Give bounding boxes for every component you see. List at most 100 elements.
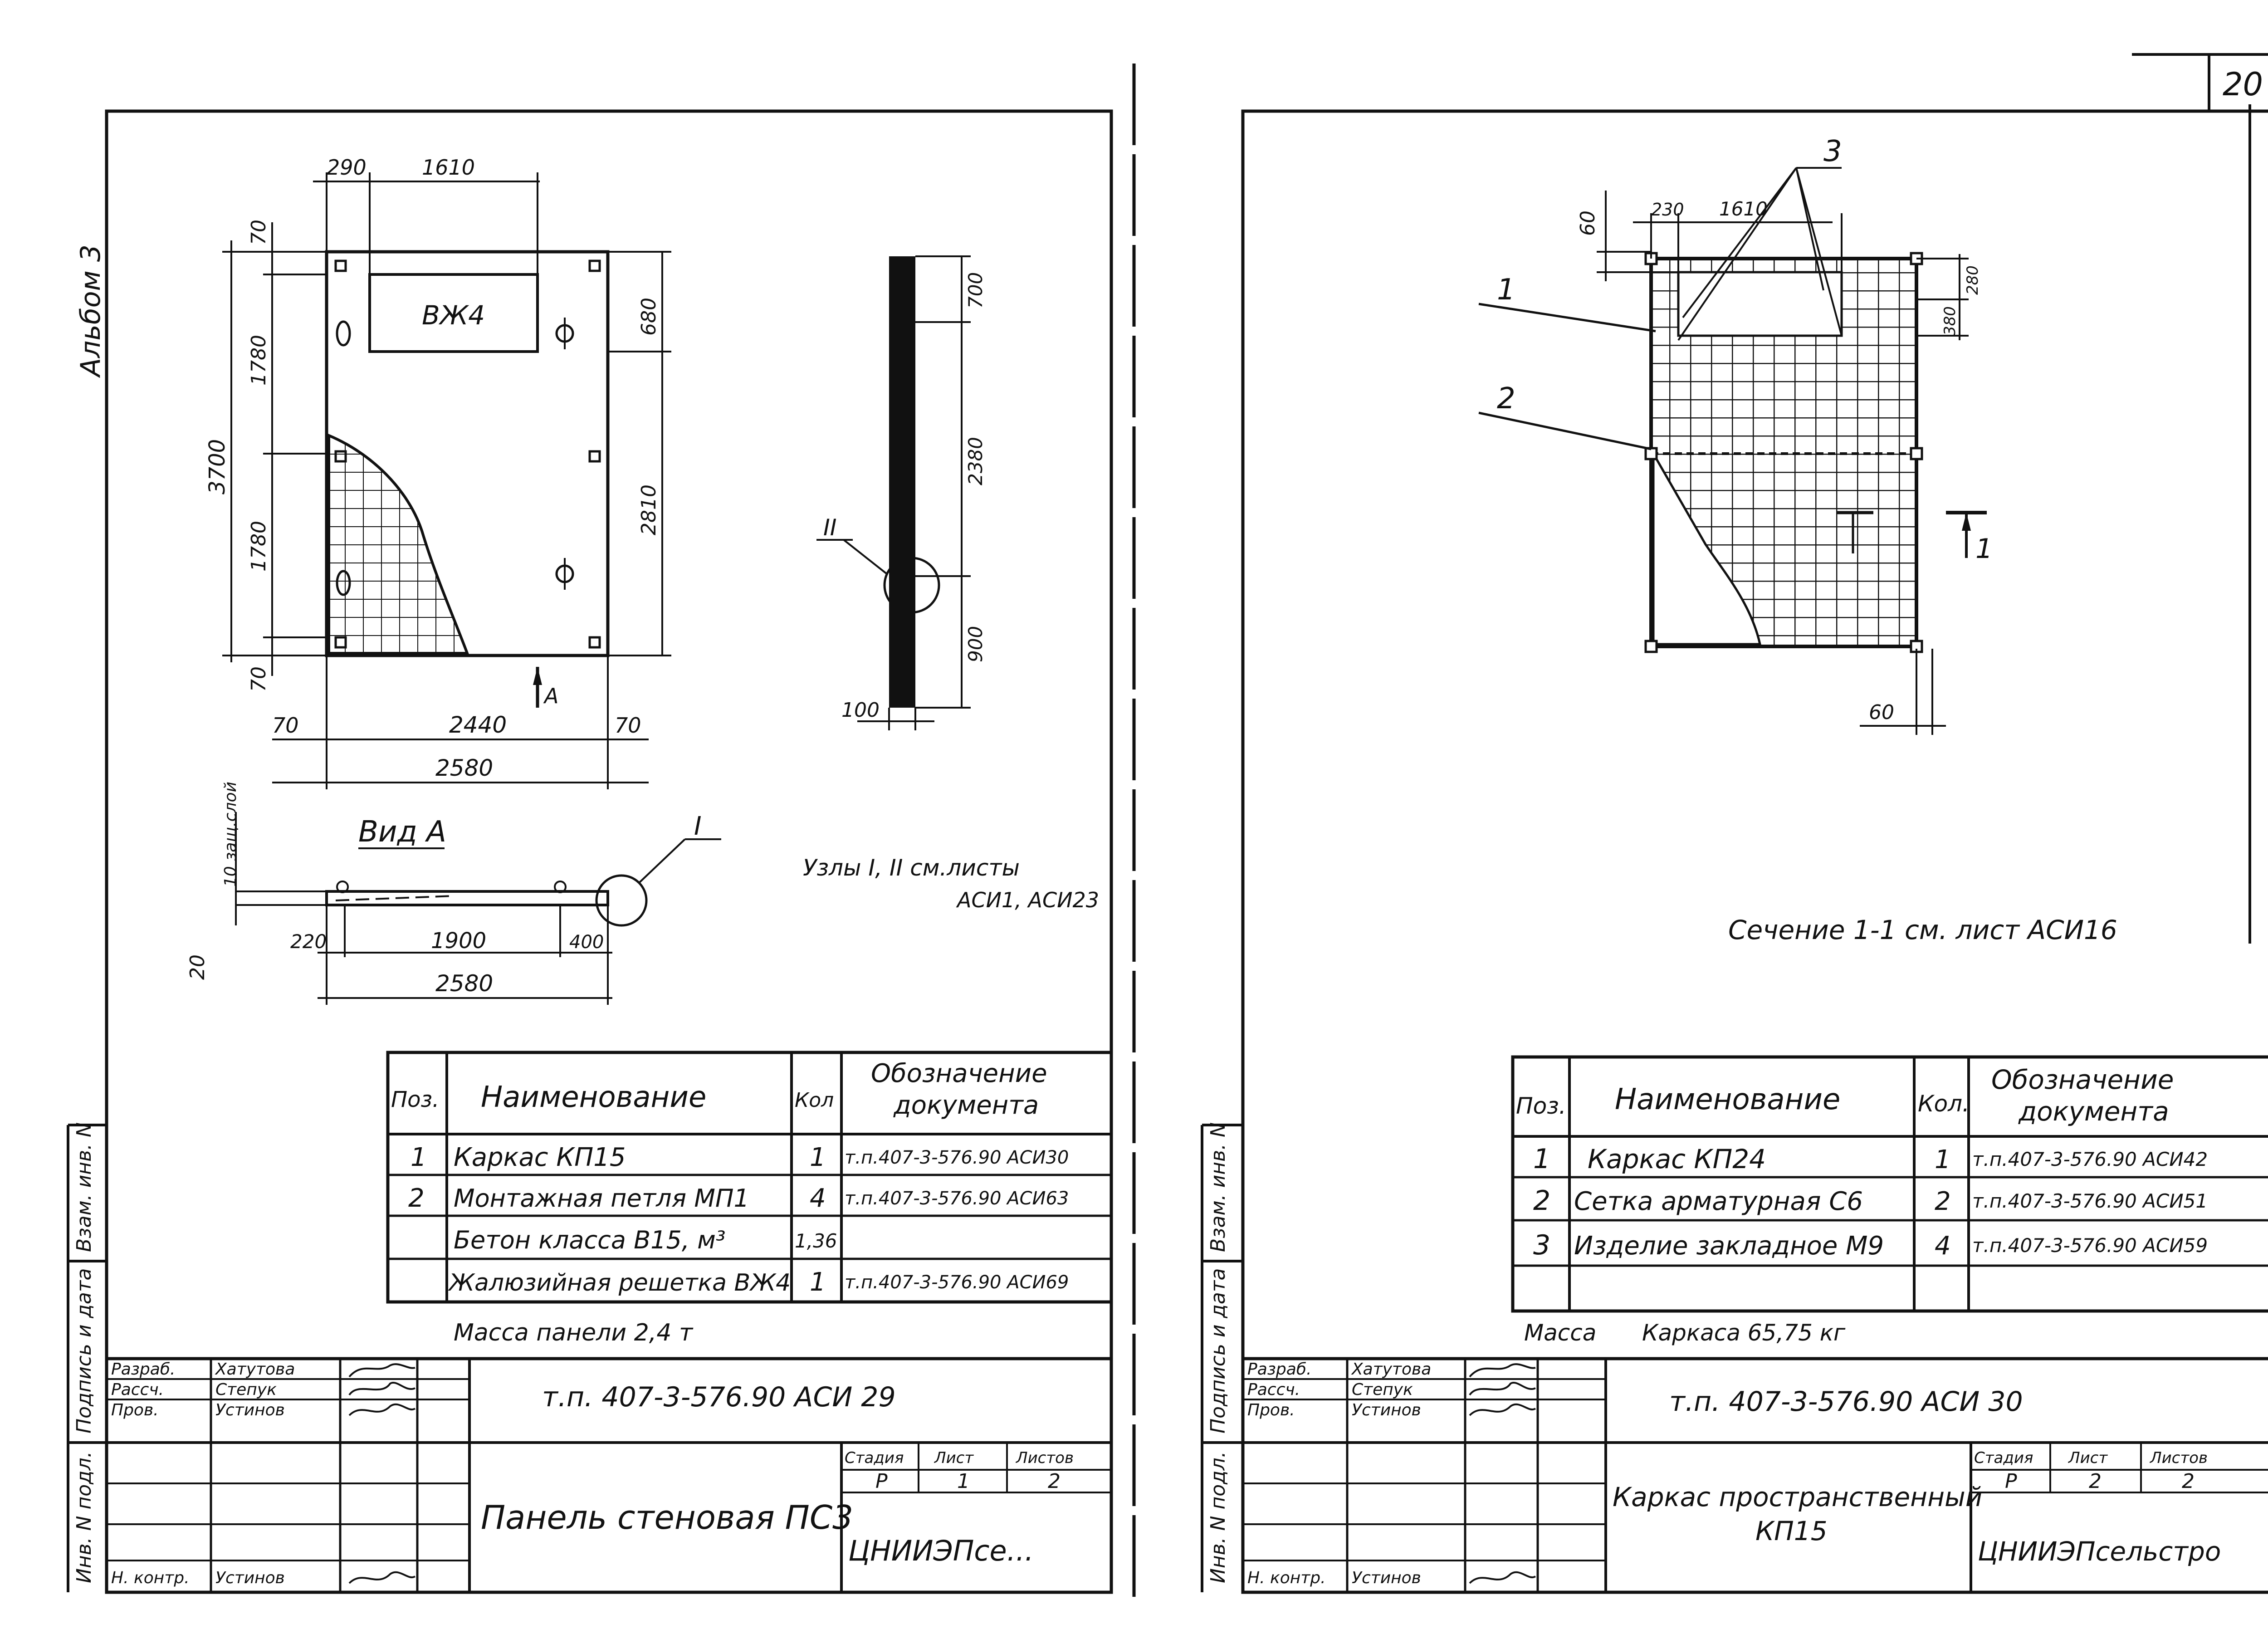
right-spec-table: Поз. Наименование Кол. Обозначение докум… — [1511, 1055, 2268, 1313]
node-ii-circle — [883, 557, 940, 614]
left-stamp-code: т.п. 407-3-576.90 АСИ 29 — [542, 1381, 896, 1413]
right-stamp-role-4: Н. контр. — [1247, 1569, 1326, 1587]
dim-70-bottom: 70 — [247, 666, 270, 692]
left-margin-label-3: Взам. инв. N — [73, 1122, 96, 1252]
left-spec-table: Поз. Наименование Кол Обозначение докуме… — [386, 1051, 1113, 1304]
node-i-label: I — [694, 812, 702, 841]
right-stamp-sheets: 2 — [2182, 1470, 2195, 1493]
right-spec-h-doc2: документа — [2018, 1096, 2169, 1127]
right-spec-r2-pos: 2 — [1533, 1185, 1550, 1217]
dim-2380: 2380 — [964, 437, 987, 485]
section-note: Сечение 1-1 см. лист АСИ16 — [1728, 915, 2117, 945]
section-mark-a: А — [543, 684, 558, 708]
right-stamp-name-2: Степук — [1352, 1380, 1413, 1399]
right-spec-r2-doc: т.п.407-3-576.90 АСИ51 — [1972, 1190, 2208, 1212]
cut-label: 1 — [1975, 533, 1993, 565]
right-frame — [1241, 109, 2268, 1594]
right-margin-label-2: Подпись и дата — [1207, 1268, 1230, 1433]
vzh4-label: ВЖ4 — [422, 300, 485, 331]
dim-3700: 3700 — [205, 439, 230, 494]
left-stamp-stage-h: Стадия — [845, 1449, 904, 1467]
right-stamp-sheets-h: Листов — [2149, 1449, 2208, 1467]
right-stamp-name-4: Устинов — [1352, 1569, 1421, 1587]
dim-r-1610: 1610 — [1719, 198, 1768, 220]
left-signature-3 — [348, 1403, 416, 1416]
callout-1: 1 — [1497, 273, 1515, 307]
right-spec-r3-doc: т.п.407-3-576.90 АСИ59 — [1972, 1234, 2208, 1257]
right-title-block: Разраб. Рассч. Пров. Н. контр. Хатутова … — [1243, 1357, 2268, 1592]
right-stamp-stage: Р — [2005, 1470, 2017, 1493]
right-stamp-role-1: Разраб. — [1247, 1360, 1311, 1379]
left-margin-label-2: Подпись и дата — [73, 1268, 96, 1433]
left-spec-h-name: Наименование — [481, 1081, 706, 1114]
left-spec-r4-doc: т.п.407-3-576.90 АСИ69 — [845, 1272, 1069, 1293]
node-ii-label: II — [823, 514, 837, 541]
dim-220: 220 — [290, 930, 327, 953]
left-spec-h-qty: Кол — [795, 1089, 834, 1112]
right-stamp-name-3: Устинов — [1352, 1401, 1421, 1419]
right-spec-r2-qty: 2 — [1935, 1187, 1951, 1216]
right-stamp-stage-h: Стадия — [1974, 1449, 2033, 1467]
left-stamp-stage: Р — [875, 1470, 888, 1493]
right-signature-1 — [1469, 1363, 1536, 1378]
dim-20: 20 — [186, 954, 209, 980]
right-spec-r3-qty: 4 — [1935, 1231, 1951, 1261]
nodes-note-line1: Узлы I, II см.листы — [803, 855, 1020, 881]
right-mass-label: Масса — [1524, 1320, 1596, 1346]
left-margin-label-1: Инв. N подл. — [73, 1451, 96, 1583]
right-stamp-sheet-h: Лист — [2068, 1449, 2108, 1467]
left-spec-r2-qty: 4 — [810, 1184, 826, 1213]
panel-side-section — [889, 256, 915, 708]
right-margin-label-3: Взам. инв. N — [1207, 1122, 1230, 1252]
left-spec-r1-name: Каркас КП15 — [454, 1143, 626, 1172]
left-mass: Масса панели 2,4 т — [454, 1319, 694, 1346]
dim-1780-upper: 1780 — [247, 335, 270, 386]
left-spec-r1-qty: 1 — [810, 1143, 826, 1172]
dim-2580-bottom: 2580 — [435, 970, 493, 997]
right-spec-r3-name: Изделие закладное М9 — [1574, 1231, 1884, 1261]
left-signature-1 — [348, 1363, 415, 1378]
left-spec-h-doc2: документа — [893, 1091, 1039, 1120]
dim-700: 700 — [964, 272, 987, 308]
dim-290: 290 — [327, 155, 367, 180]
right-sheet: Инв. N подл. Подпись и дата Взам. инв. N… — [1201, 53, 2268, 1594]
right-spec-r1-doc: т.п.407-3-576.90 АСИ42 — [1972, 1148, 2208, 1170]
vzh4-opening — [368, 273, 539, 353]
left-spec-r4-qty: 1 — [810, 1267, 826, 1297]
right-spec-r1-pos: 1 — [1533, 1143, 1550, 1175]
right-spec-h-doc1: Обозначение — [1991, 1064, 2174, 1095]
dim-r-230: 230 — [1651, 200, 1684, 220]
nodes-note-line2: АСИ1, АСИ23 — [956, 888, 1099, 912]
dim-900: 900 — [964, 626, 987, 662]
dim-10-protective: 10 защ.слой — [221, 782, 240, 887]
left-stamp-name-2: Степук — [215, 1380, 277, 1399]
left-spec-h-pos: Поз. — [391, 1087, 439, 1112]
left-spec-h-doc1: Обозначение — [871, 1059, 1047, 1088]
dim-70-left: 70 — [272, 713, 299, 738]
view-a-panel — [325, 890, 609, 906]
callout-2: 2 — [1497, 382, 1515, 416]
right-stamp-role-3: Пров. — [1247, 1401, 1295, 1419]
right-stamp-sheet: 2 — [2089, 1470, 2102, 1493]
left-spec-r1-pos: 1 — [411, 1143, 427, 1172]
left-frame — [105, 109, 1113, 1594]
left-spec-r4-name: Жалюзийная решетка ВЖ4 — [448, 1269, 791, 1296]
dim-r-60-top: 60 — [1576, 210, 1599, 236]
right-spec-r3-pos: 3 — [1533, 1229, 1550, 1261]
left-spec-r1-doc: т.п.407-3-576.90 АСИ30 — [845, 1147, 1069, 1168]
right-mass: Каркаса 65,75 кг — [1642, 1320, 1846, 1346]
left-stamp-sheet: 1 — [957, 1470, 970, 1493]
dim-400: 400 — [569, 932, 604, 953]
frame-cutaway — [1652, 449, 1762, 646]
left-stamp-title: Панель стеновая ПС3 — [481, 1498, 853, 1536]
dim-70-top: 70 — [247, 220, 270, 245]
right-spec-h-name: Наименование — [1615, 1083, 1840, 1116]
left-stamp-role-2: Рассч. — [111, 1380, 164, 1399]
right-spec-h-qty: Кол. — [1918, 1091, 1970, 1117]
left-stamp-name-3: Устинов — [215, 1401, 285, 1419]
node-i-circle — [595, 874, 648, 927]
right-spec-h-pos: Поз. — [1516, 1093, 1566, 1119]
callout-3: 3 — [1823, 135, 1842, 168]
dim-2580-top: 2580 — [435, 755, 493, 781]
